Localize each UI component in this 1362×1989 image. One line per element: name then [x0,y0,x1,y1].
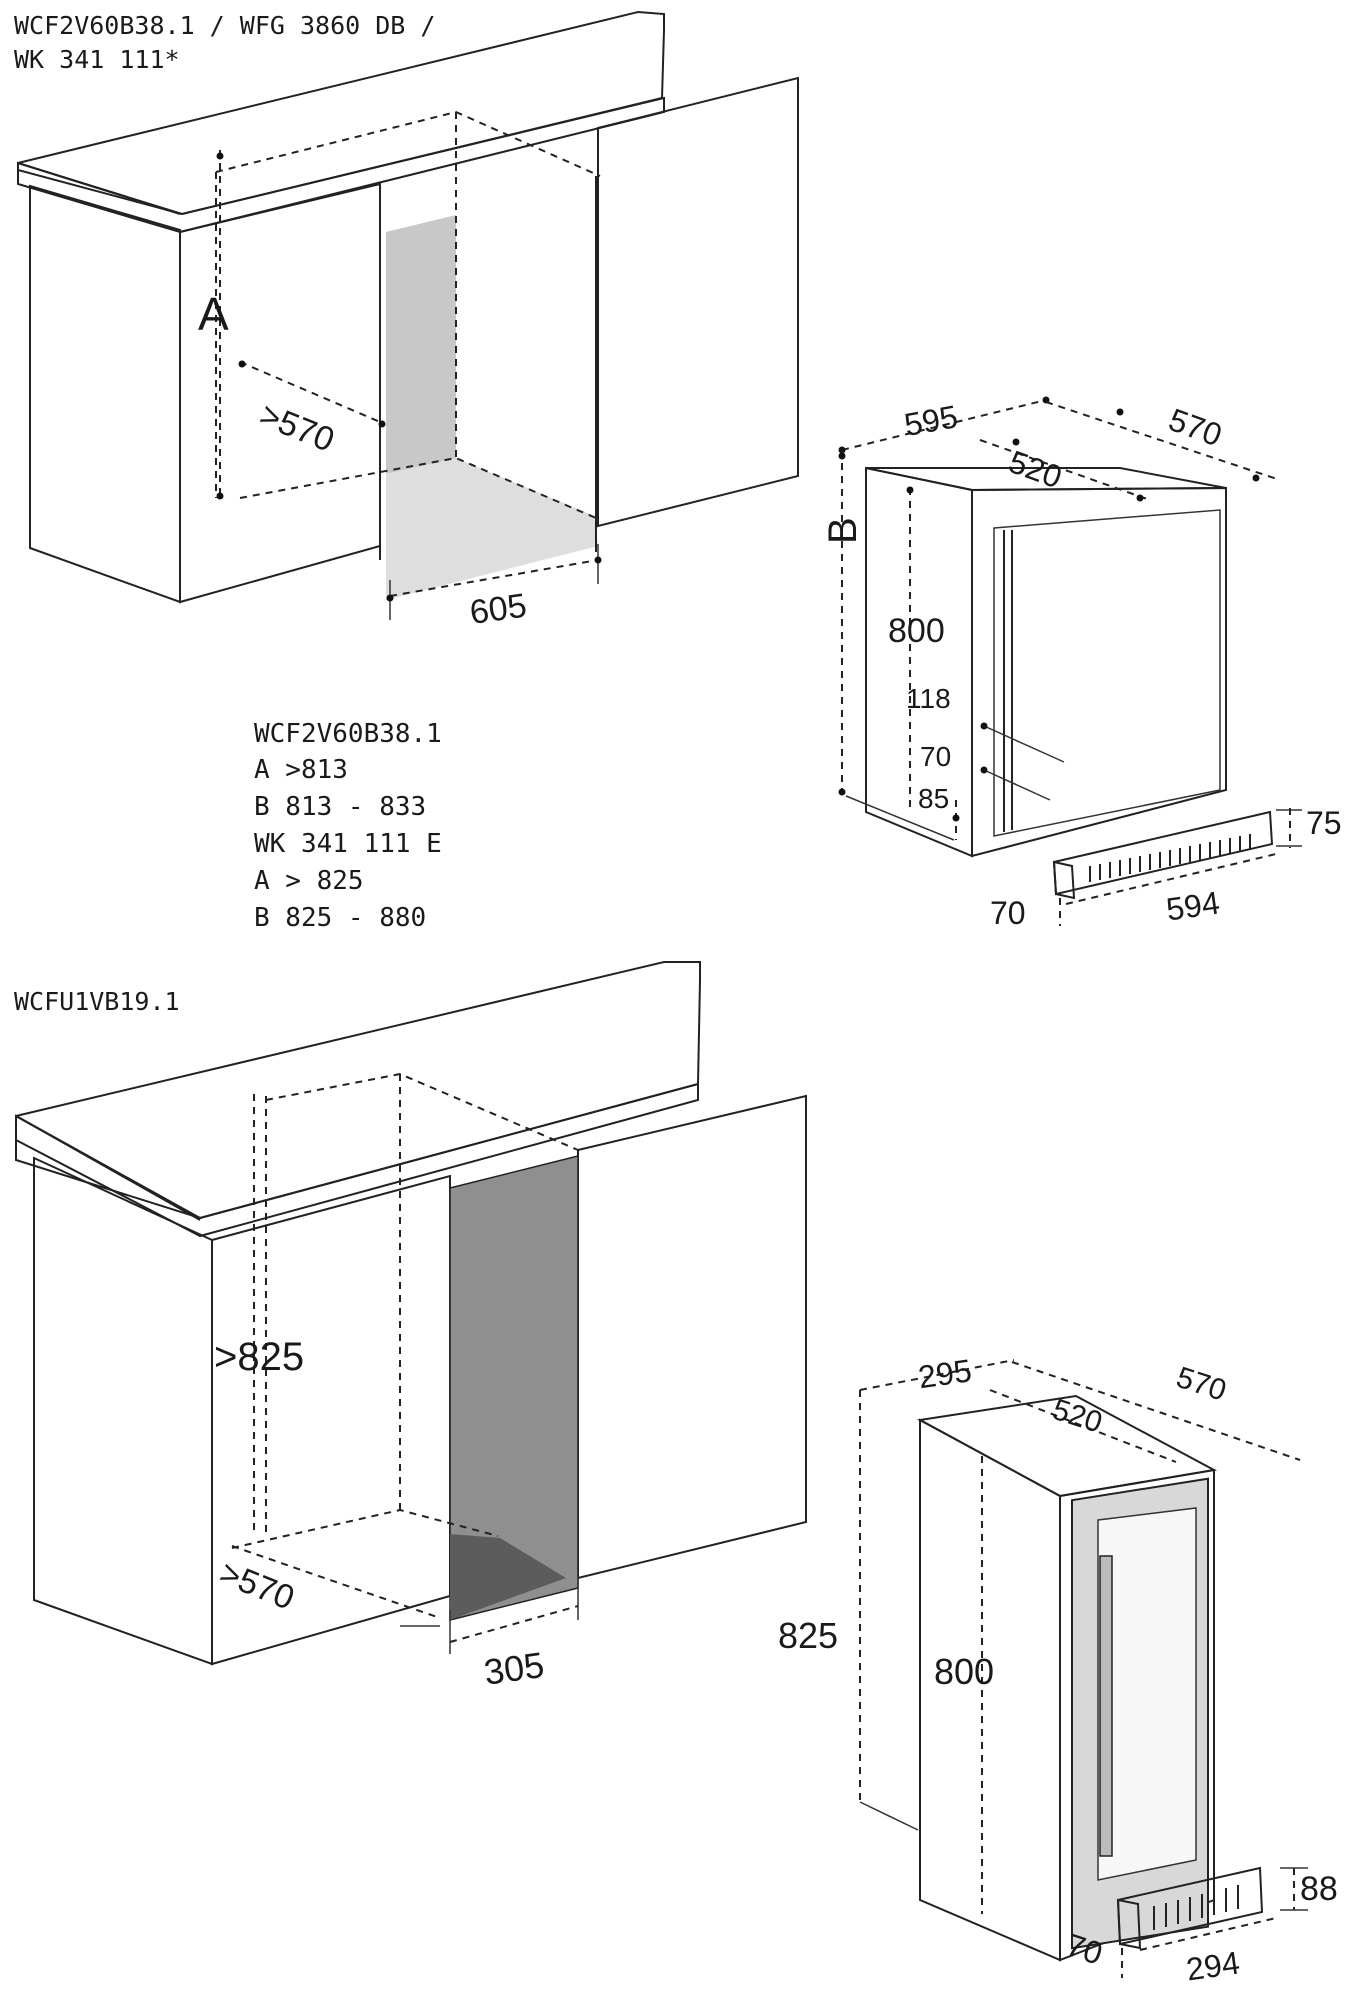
spec-line: WK 341 111 E [254,829,442,859]
app1-70-label: 70 [920,741,951,772]
niche1-label-a: A [198,288,229,340]
spec-line: B 825 - 880 [254,903,426,933]
spec-list: WCF2V60B38.1 A >813 B 813 - 833 WK 341 1… [254,719,442,933]
app1-plinth-width-label: 594 [1164,884,1222,927]
app1-85-label: 85 [918,783,949,814]
spec-line: A >813 [254,755,348,785]
section1-title-line2: WK 341 111* [14,45,180,74]
app1-label-b: B [821,517,865,544]
app2-depth-total-label: 570 [1172,1361,1230,1408]
app1-depth-body-label: 520 [1004,443,1066,495]
cabinet-niche-2 [15,961,807,1666]
app2-plinth-height-label: 88 [1300,1870,1338,1908]
app2-height-total-label: 825 [778,1615,838,1656]
spec-line: WCF2V60B38.1 [254,719,442,749]
section1-title-line1: WCF2V60B38.1 / WFG 3860 DB / [14,11,435,40]
app1-plinth-depth-label: 70 [990,895,1026,931]
app1-height-label: 800 [888,612,945,650]
niche2-depth-label: >570 [214,1554,299,1618]
section2-title: WCFU1VB19.1 [14,987,180,1016]
appliance-wcf2v60b38 [838,396,1302,926]
app2-depth-body-label: 520 [1048,1393,1106,1440]
app2-plinth-width-label: 294 [1184,1944,1242,1987]
niche2-height-label: >825 [214,1335,304,1379]
app2-width-label: 295 [916,1352,974,1395]
cabinet-niche-1 [17,10,799,620]
niche1-width-label: 605 [468,586,529,632]
app1-width-label: 595 [902,398,961,443]
app1-118-label: 118 [906,683,951,714]
niche1-depth-label: >570 [254,396,339,460]
spec-line: B 813 - 833 [254,792,426,822]
spec-line: A > 825 [254,866,364,896]
appliance-wcfu1vb19 [859,1359,1308,1978]
app1-plinth-height-label: 75 [1306,805,1342,841]
app2-height-label: 800 [934,1651,994,1692]
niche2-width-label: 305 [481,1644,546,1693]
